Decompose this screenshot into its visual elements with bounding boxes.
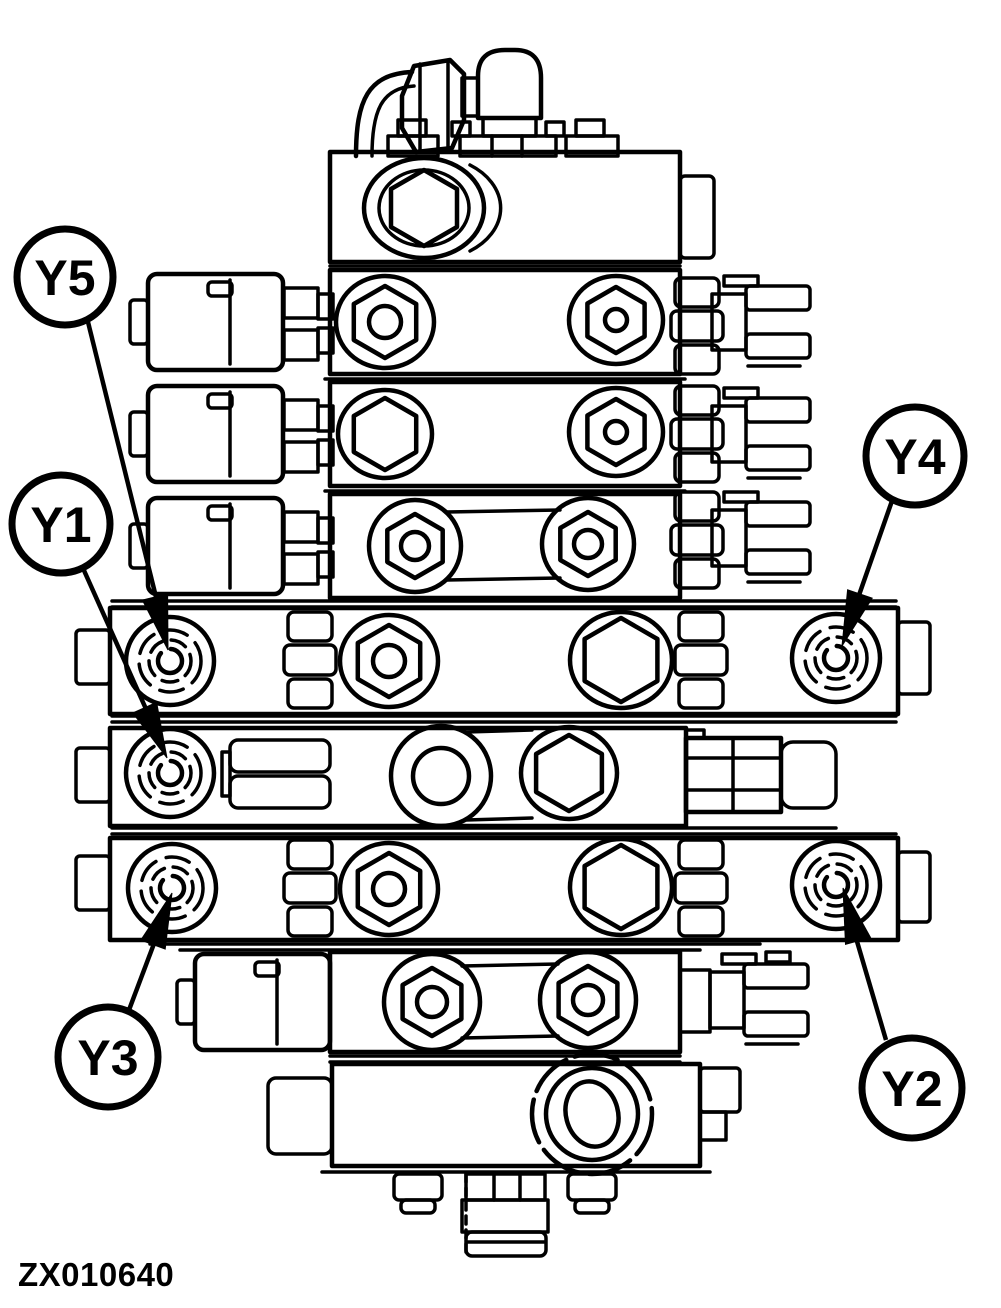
solenoid-coil [130, 274, 283, 370]
valve-section-row-2 [130, 379, 812, 493]
callout-label: Y3 [77, 1030, 138, 1086]
callout-circle [862, 403, 968, 509]
valve-assembly-drawing [74, 47, 932, 1258]
hex-nut-boss [336, 276, 434, 368]
leader-arrowhead [841, 589, 873, 647]
bottom-nut [566, 1172, 618, 1215]
valve-section-row-6 [74, 835, 932, 952]
hex-nut-boss [340, 843, 438, 935]
clevis-connector [708, 952, 810, 1046]
coil-connector [282, 398, 335, 474]
leader-arrowhead [132, 701, 168, 759]
hex-nut-boss [340, 615, 438, 707]
callout-y3: Y3 [54, 892, 173, 1111]
clevis-connector [710, 490, 812, 584]
nut-stack [673, 838, 729, 938]
solenoid-cap-y3-target [128, 844, 216, 932]
callout-circle [13, 225, 117, 329]
valve-section-row-7 [177, 949, 810, 1064]
solenoid-cap-y4-target [792, 614, 880, 702]
top-hose-elbow-fitting [353, 47, 544, 159]
callout-label: Y2 [881, 1061, 942, 1117]
solenoid-cap-y2-target [792, 841, 880, 929]
coil-connector [282, 510, 335, 586]
nut-stack [282, 838, 338, 938]
hex-plug-boss [570, 839, 672, 935]
leader-line [79, 565, 149, 710]
callout-circle [8, 471, 114, 577]
solenoid-cap-y1-target [126, 729, 214, 817]
solenoid-coil [177, 954, 330, 1050]
callout-y1: Y1 [8, 471, 168, 759]
callout-y5: Y5 [13, 225, 169, 651]
hex-plug-boss [338, 390, 432, 478]
top-end-block [327, 149, 716, 268]
callouts: Y5 Y1 Y4 Y3 Y2 [8, 225, 968, 1142]
callout-circle [54, 1003, 162, 1111]
clevis-connector [710, 274, 812, 368]
solenoid-coil [130, 386, 283, 482]
callout-label: Y4 [884, 429, 945, 485]
figure-code: ZX010640 [18, 1256, 174, 1293]
coil-connector [282, 286, 335, 362]
callout-label: Y1 [30, 497, 91, 553]
hex-plug-boss [570, 612, 672, 708]
callout-y4: Y4 [841, 403, 968, 647]
hex-nut-boss [569, 276, 663, 364]
nut-stack [673, 610, 729, 710]
leader-line [126, 940, 158, 1011]
valve-section-row-1 [130, 267, 812, 381]
leader-arrowhead [140, 892, 173, 950]
hex-nut-boss [569, 388, 663, 476]
bottom-end-block [266, 1051, 742, 1177]
leader-line [85, 321, 159, 598]
bottom-nut [392, 1172, 444, 1215]
valve-section-row-4 [74, 599, 932, 724]
valve-section-row-3 [130, 490, 812, 601]
callout-label: Y5 [34, 250, 95, 306]
bottom-fittings [392, 1172, 618, 1258]
callout-circle [858, 1034, 966, 1142]
leader-arrowhead [141, 593, 169, 651]
callout-y2: Y2 [842, 887, 966, 1142]
clevis-connector [710, 386, 812, 480]
leader-arrowhead [842, 887, 872, 946]
valve-section-row-5 [74, 723, 898, 836]
nut-stack [282, 610, 338, 710]
leader-line [853, 937, 889, 1041]
leader-line [855, 497, 896, 599]
